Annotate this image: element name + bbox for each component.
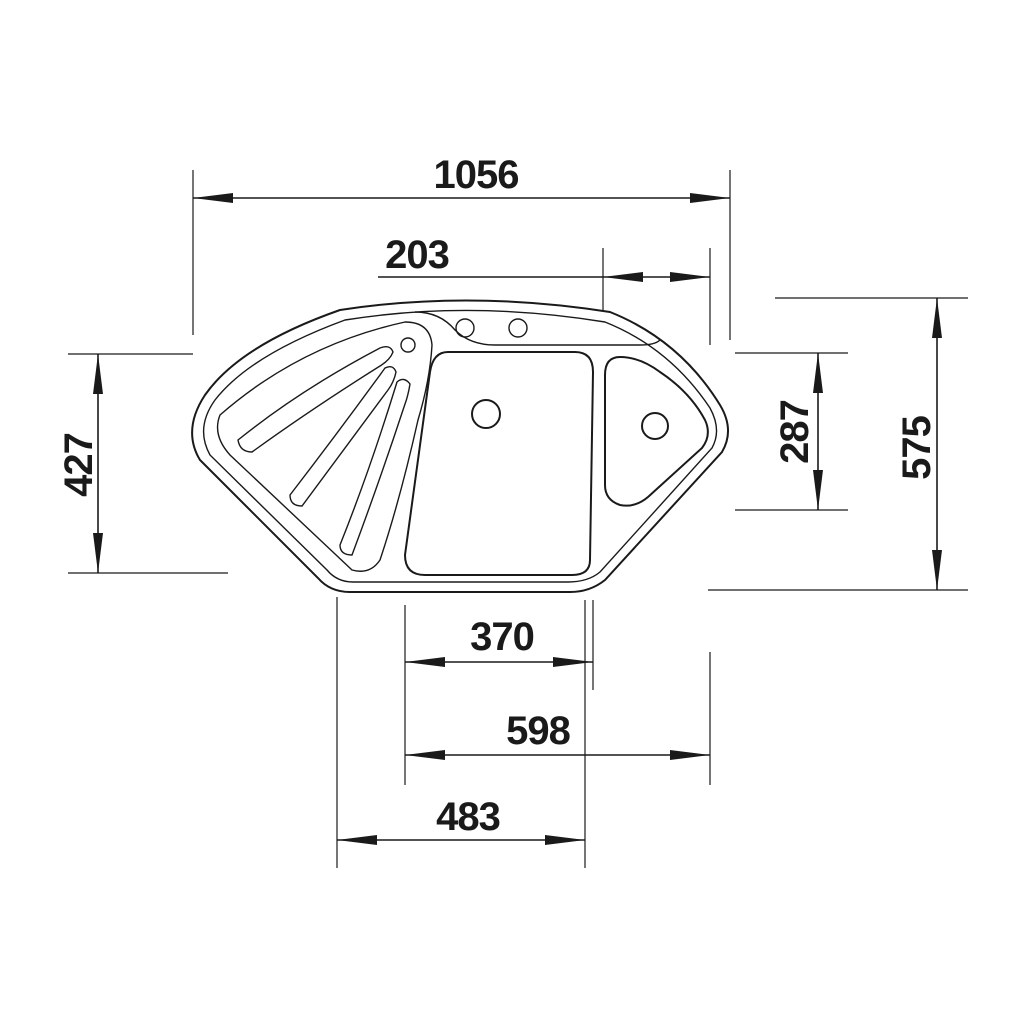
small-bowl-drain (641, 412, 669, 440)
sink-inner-rim (202, 309, 718, 583)
drainer-rib-2 (289, 365, 397, 507)
small-offset-label: 203 (385, 233, 449, 277)
drainer-area (216, 321, 433, 572)
tap-hole-left (455, 318, 475, 338)
dim-small-offset: 203 (378, 233, 711, 345)
dim-bowl-width: 370 (404, 600, 594, 690)
overall-depth-label: 575 (895, 415, 939, 479)
overall-width-label: 1056 (434, 153, 519, 197)
small-bowl (604, 355, 709, 507)
dim-bowl-depth: 287 (735, 352, 848, 511)
main-bowl-drain (471, 399, 501, 429)
tap-hole-right (508, 318, 528, 338)
bowl-depth-label: 287 (773, 400, 817, 464)
tap-ledge (414, 311, 661, 346)
left-depth-label: 427 (57, 433, 101, 497)
dim-overall-width: 1056 (192, 153, 731, 340)
bowl-width-label: 370 (470, 615, 534, 659)
sink-outer-rim (191, 299, 729, 593)
sink-outline (191, 299, 729, 593)
drainer-overflow-hole (400, 337, 416, 353)
cabinet-width-label: 598 (506, 709, 570, 753)
dim-front-width: 483 (336, 597, 586, 868)
drainer-outline (216, 321, 433, 572)
drainer-rib-1 (237, 345, 394, 453)
dim-cabinet-width: 598 (404, 652, 711, 785)
dim-left-depth: 427 (57, 353, 228, 574)
drainer-rib-3 (339, 378, 411, 556)
front-width-label: 483 (436, 795, 500, 839)
dim-overall-depth: 575 (708, 297, 968, 591)
main-bowl (403, 351, 595, 576)
